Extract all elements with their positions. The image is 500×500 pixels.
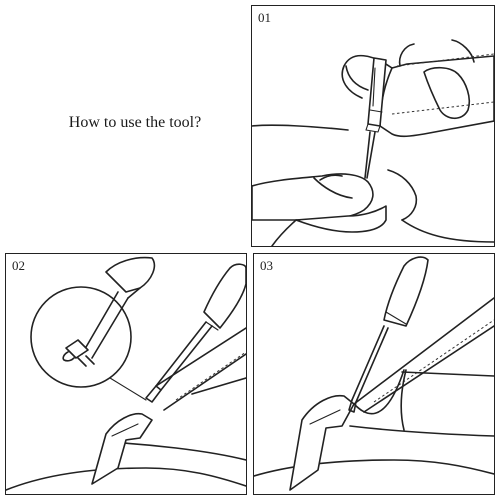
step-01-illustration [252,6,494,246]
step-01-panel: 01 [251,5,495,247]
step-03-number: 03 [260,258,273,274]
instruction-title: How to use the tool? [30,114,240,132]
step-02-panel: 02 [5,253,247,495]
step-02-illustration [6,254,246,494]
step-02-number: 02 [12,258,25,274]
step-03-panel: 03 [253,253,495,495]
step-03-illustration [254,254,494,494]
step-01-number: 01 [258,10,271,26]
